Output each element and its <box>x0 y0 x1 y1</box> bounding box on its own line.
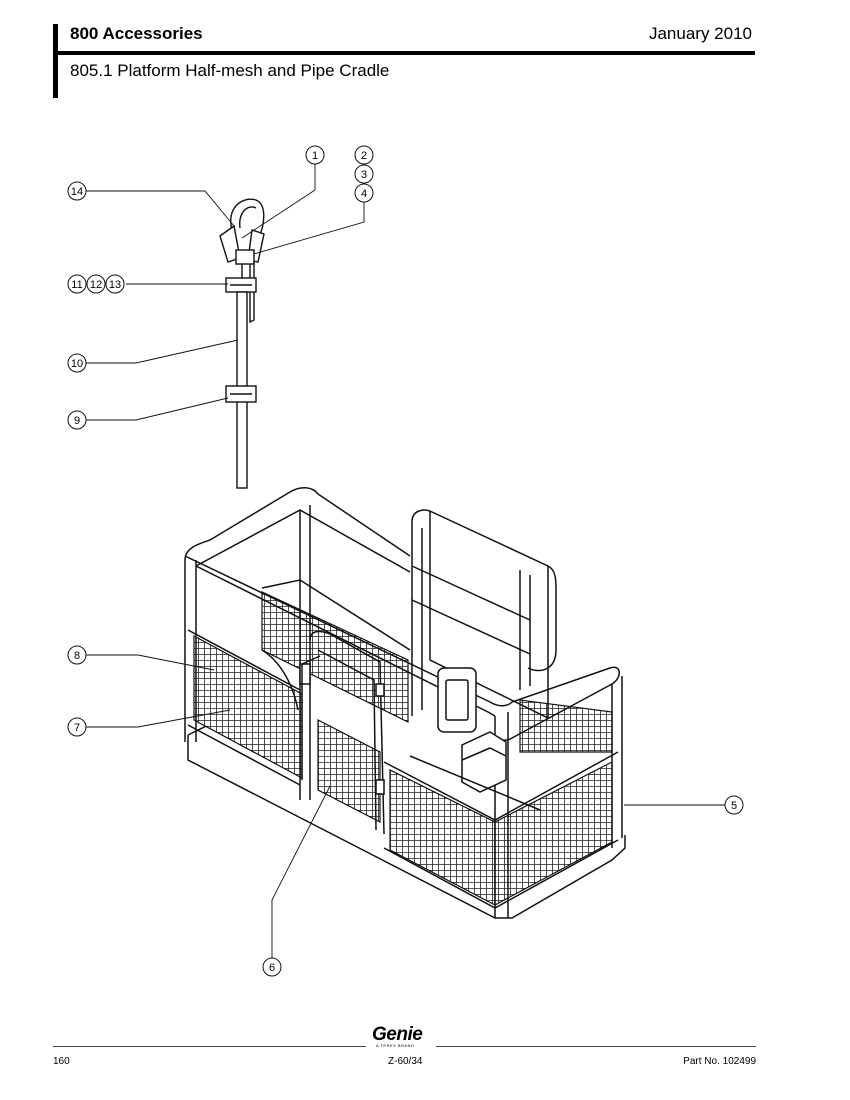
callout-12: 12 <box>86 274 106 294</box>
callout-8: 8 <box>67 645 87 665</box>
callout-7: 7 <box>67 717 87 737</box>
footer-rule-left <box>53 1046 366 1047</box>
header-date: January 2010 <box>648 24 752 43</box>
platform-exploded-diagram: 1 2 3 4 5 6 7 8 <box>67 145 744 977</box>
callout-11: 11 <box>67 274 87 294</box>
svg-text:6: 6 <box>269 962 275 974</box>
svg-text:4: 4 <box>361 188 367 200</box>
section-title: 800 Accessories <box>70 24 203 43</box>
svg-text:1: 1 <box>312 150 318 162</box>
callout-balloons: 1 2 3 4 5 6 7 8 <box>67 145 744 977</box>
callout-10: 10 <box>67 353 87 373</box>
svg-text:13: 13 <box>109 279 121 291</box>
footer-rule-right <box>436 1046 756 1047</box>
pipe-cradle-assembly <box>219 198 265 489</box>
header-side-bar <box>53 24 58 98</box>
svg-text:11: 11 <box>71 279 82 291</box>
page-number: 160 <box>53 1056 70 1067</box>
header-rule <box>53 51 755 55</box>
callout-5: 5 <box>724 795 744 815</box>
callout-2: 2 <box>354 145 374 165</box>
callout-1: 1 <box>305 145 325 165</box>
svg-text:9: 9 <box>74 415 80 427</box>
callout-3: 3 <box>354 164 374 184</box>
genie-logo: Genie <box>372 1024 423 1045</box>
platform-assembly <box>184 487 626 919</box>
svg-text:10: 10 <box>71 358 83 370</box>
model-number: Z-60/34 <box>388 1056 423 1067</box>
svg-text:8: 8 <box>74 650 80 662</box>
genie-logo-tagline: A TEREX BRAND <box>376 1043 415 1048</box>
callout-4: 4 <box>354 183 374 203</box>
svg-text:3: 3 <box>361 169 367 181</box>
callout-13: 13 <box>105 274 125 294</box>
svg-text:14: 14 <box>71 186 83 198</box>
svg-text:7: 7 <box>74 722 80 734</box>
page-subtitle: 805.1 Platform Half-mesh and Pipe Cradle <box>70 61 390 80</box>
callout-leaders <box>86 164 725 958</box>
svg-text:12: 12 <box>90 279 102 291</box>
part-number: Part No. 102499 <box>683 1056 756 1067</box>
callout-14: 14 <box>67 181 87 201</box>
callout-6: 6 <box>262 957 282 977</box>
callout-9: 9 <box>67 410 87 430</box>
svg-text:5: 5 <box>731 800 737 812</box>
svg-text:2: 2 <box>361 150 367 162</box>
